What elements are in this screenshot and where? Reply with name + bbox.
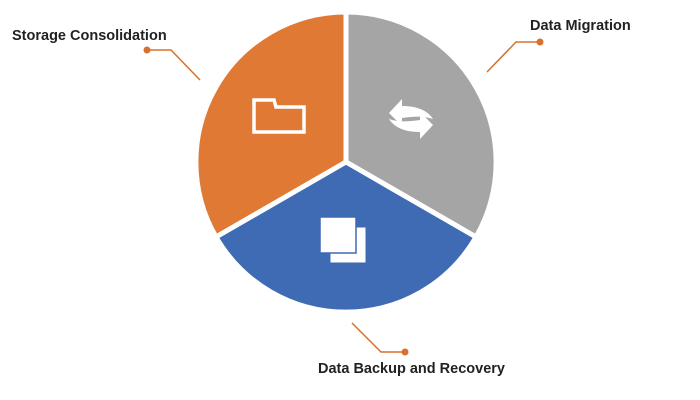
leader-dot-storage — [143, 46, 151, 54]
leader-migration — [486, 41, 540, 73]
copy-icon — [319, 216, 367, 264]
label-data-migration: Data Migration — [530, 18, 631, 34]
segment-storage-consolidation — [193, 9, 349, 240]
leader-storage — [147, 49, 201, 81]
label-data-backup: Data Backup and Recovery — [318, 361, 505, 377]
leader-dot-backup — [401, 348, 409, 356]
leader-dot-migration — [536, 38, 544, 46]
leader-backup — [351, 322, 405, 353]
label-storage-consolidation: Storage Consolidation — [12, 28, 167, 44]
folder-icon — [252, 98, 306, 134]
sync-arrows-icon — [389, 99, 433, 139]
